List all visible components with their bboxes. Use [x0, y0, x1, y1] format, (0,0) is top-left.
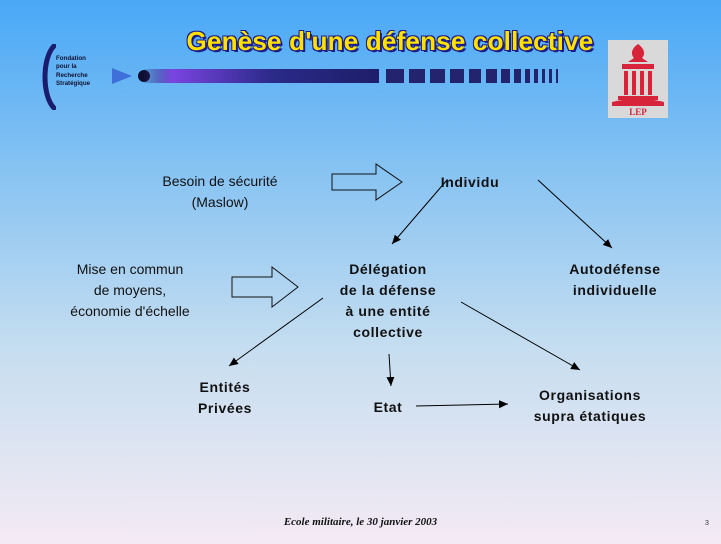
- header-band: [112, 68, 558, 84]
- arrow-delegation-organisations: [460, 301, 581, 371]
- node-mise-line-1: Mise en commun: [76, 261, 184, 277]
- node-entites-line-1: Entités: [199, 379, 251, 395]
- node-autodefense: Autodéfense individuelle: [545, 259, 685, 301]
- node-besoin-line-1: Besoin de sécurité: [162, 173, 278, 189]
- node-organisations: Organisations supra étatiques: [510, 385, 670, 427]
- node-delegation-line-3: à une entité: [345, 303, 431, 319]
- node-entites-line-2: Privées: [197, 400, 253, 416]
- node-mise-en-commun: Mise en commun de moyens, économie d'éch…: [30, 259, 230, 322]
- node-mise-line-2: de moyens,: [93, 282, 167, 298]
- arrow-individu-delegation: [391, 179, 448, 245]
- node-delegation-line-2: de la défense: [339, 282, 437, 298]
- node-besoin: Besoin de sécurité (Maslow): [125, 171, 315, 213]
- node-organisations-line-2: supra étatiques: [533, 408, 647, 424]
- node-etat: Etat: [373, 399, 403, 415]
- arrow-individu-autodefense: [537, 179, 613, 249]
- node-delegation: Délégation de la défense à une entité co…: [318, 259, 458, 343]
- triangle-icon: [112, 68, 132, 84]
- node-besoin-line-2: (Maslow): [191, 194, 249, 210]
- logo-line-3: Recherche: [56, 71, 88, 79]
- node-mise-line-3: économie d'échelle: [70, 303, 190, 319]
- node-entites-privees: Entités Privées: [170, 377, 280, 419]
- block-arrow-besoin: [331, 163, 403, 201]
- slide-footer: Ecole militaire, le 30 janvier 2003: [283, 516, 438, 528]
- arrow-etat-organisations: [415, 400, 509, 409]
- page-number: 3: [705, 520, 709, 527]
- node-organisations-line-1: Organisations: [539, 387, 641, 403]
- logo-line-1: Fondation: [56, 55, 86, 62]
- logo-parenthesis-icon: [42, 44, 56, 110]
- node-delegation-line-1: Délégation: [349, 261, 427, 277]
- arrow-delegation-etat: [386, 353, 395, 387]
- slide-title: Genèse d'une défense collective: [186, 26, 594, 56]
- logo-frs: Fondation pour la Recherche Stratégique: [56, 55, 90, 88]
- node-autodefense-line-1: Autodéfense: [569, 261, 661, 277]
- logo-line-2: pour la: [56, 63, 77, 71]
- emblem-text: LEP: [629, 107, 647, 117]
- block-arrow-mise: [231, 265, 299, 309]
- logo-line-4: Stratégique: [56, 79, 91, 87]
- arrow-delegation-entites: [228, 297, 324, 367]
- node-individu: Individu: [440, 174, 500, 190]
- node-autodefense-line-2: individuelle: [572, 282, 658, 298]
- node-delegation-line-4: collective: [353, 324, 423, 340]
- emblem-icon: LEP: [608, 40, 668, 118]
